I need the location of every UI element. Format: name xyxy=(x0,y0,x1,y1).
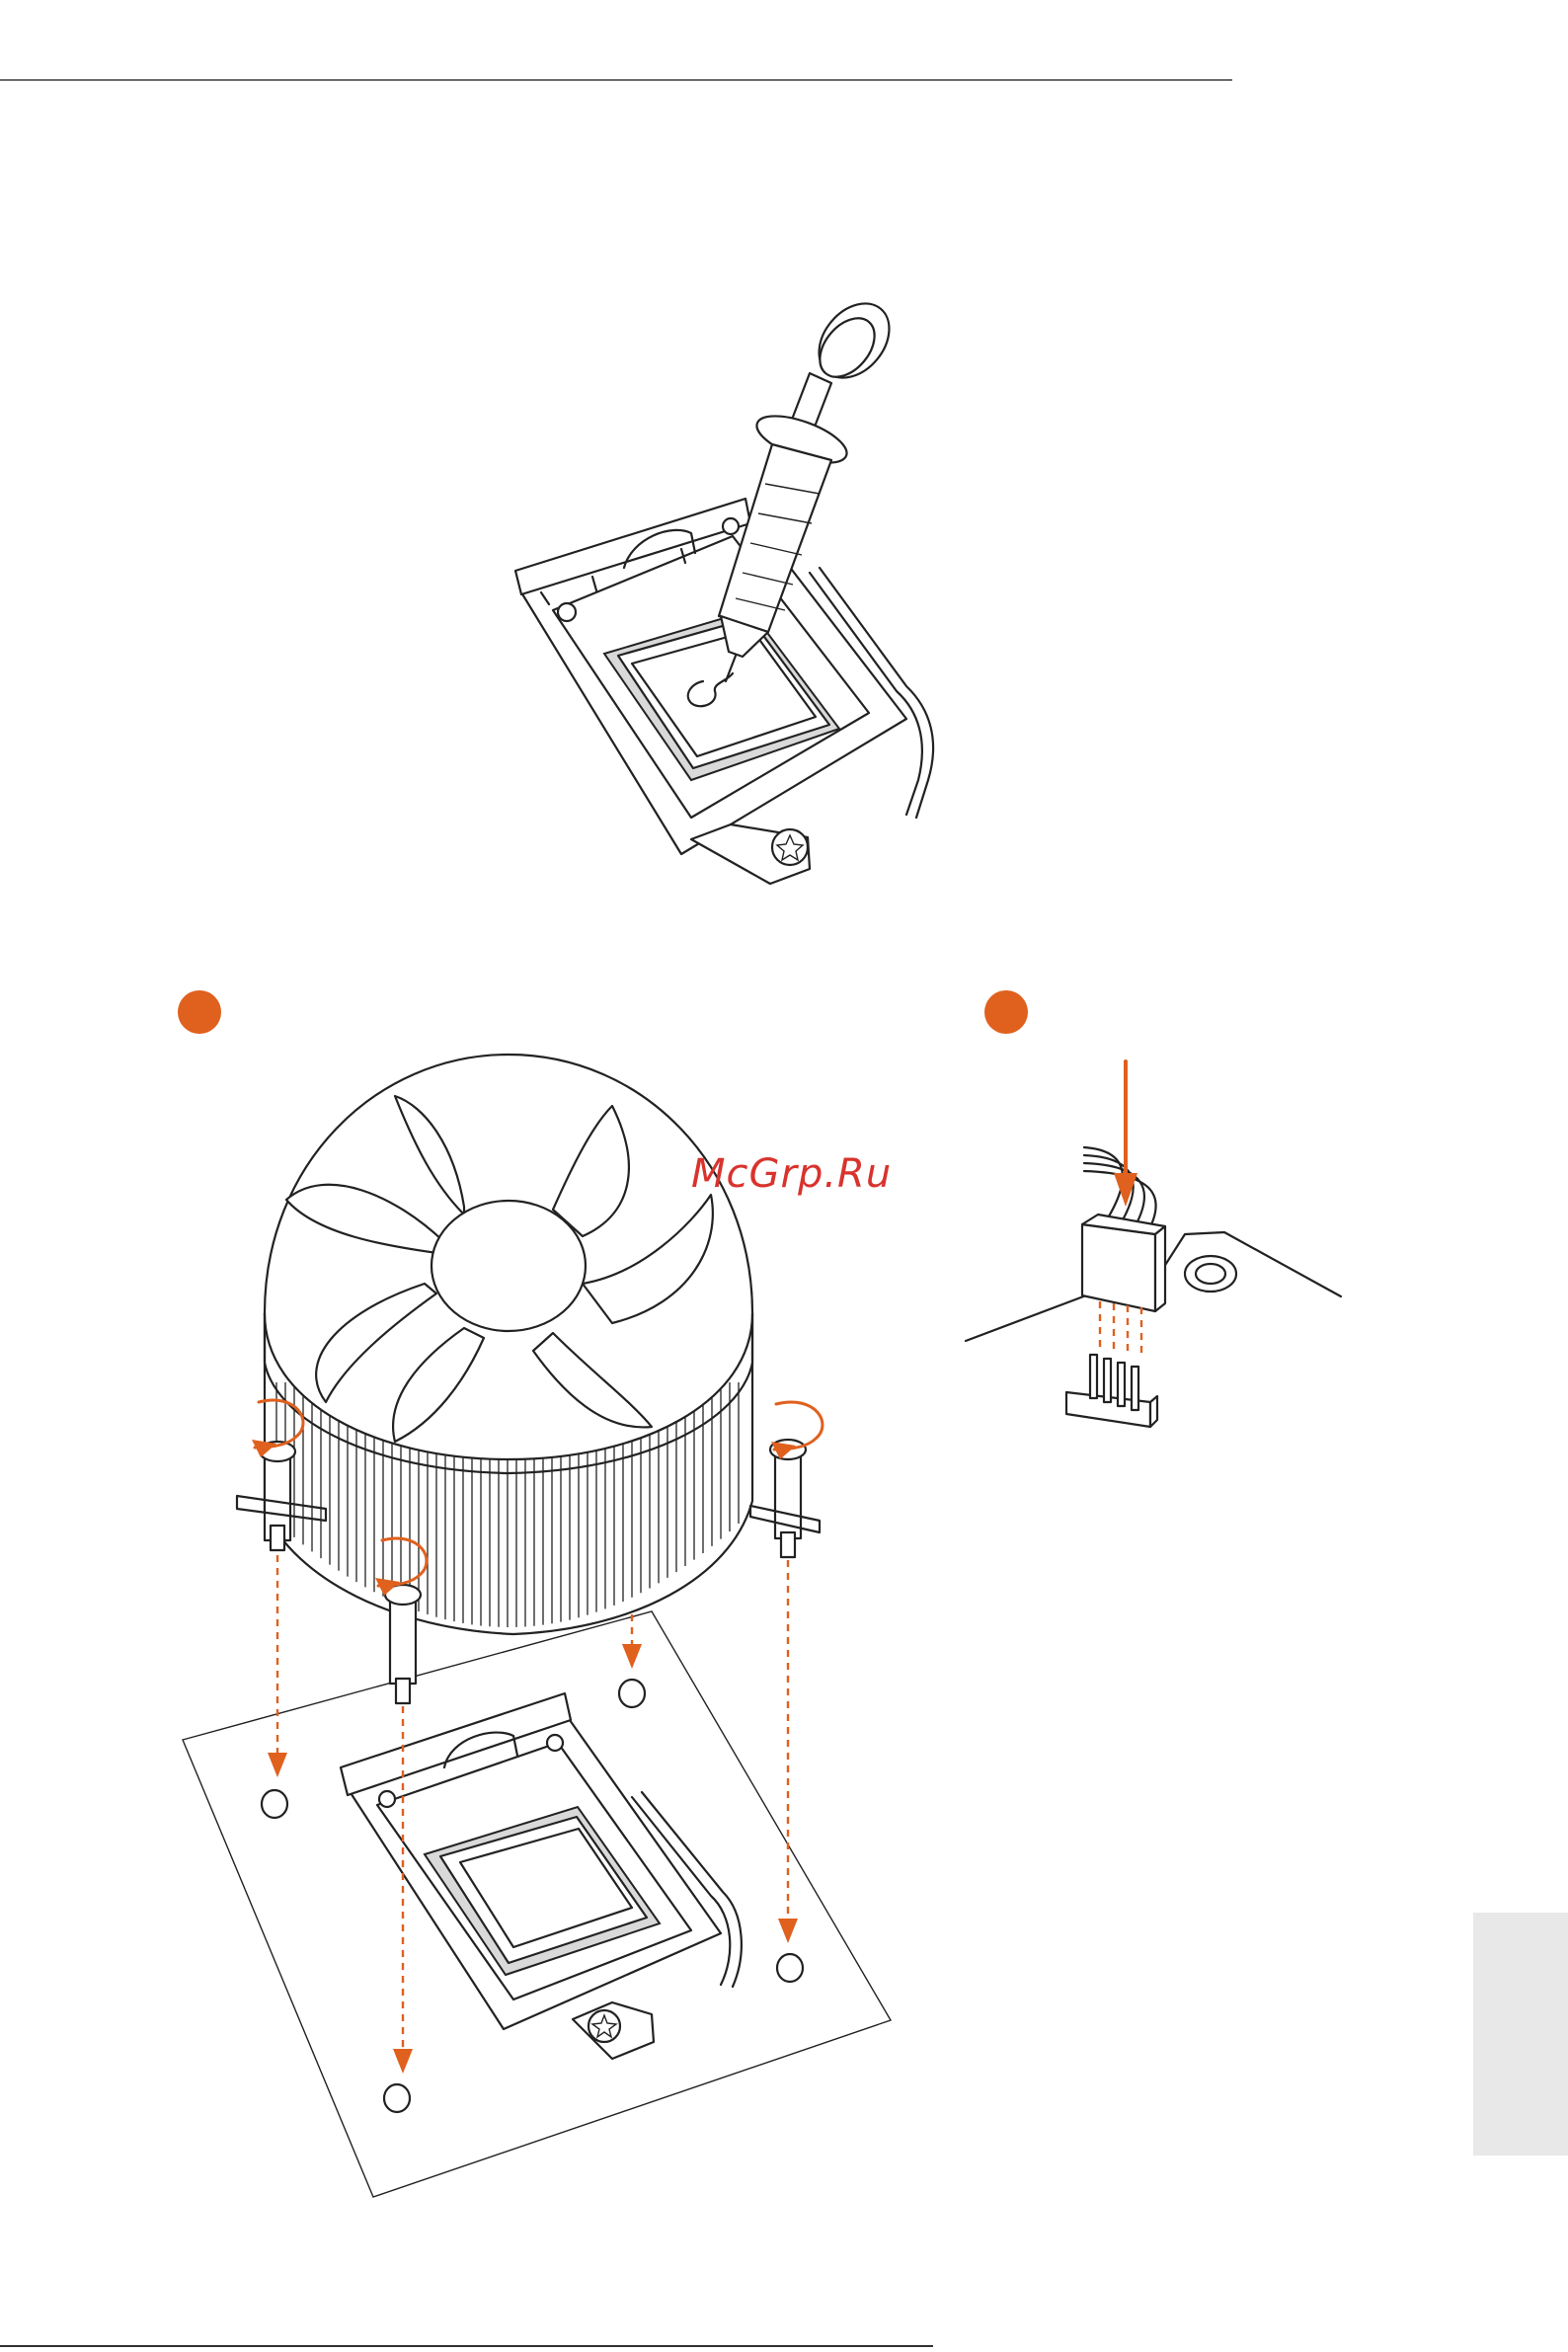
motherboard-socket xyxy=(341,1693,742,2059)
socket-with-thermal-paste xyxy=(515,499,933,884)
watermark-text: McGrp.Ru xyxy=(691,1151,892,1197)
fan-header-connection xyxy=(966,1061,1341,1427)
footer-rule xyxy=(0,2345,933,2347)
